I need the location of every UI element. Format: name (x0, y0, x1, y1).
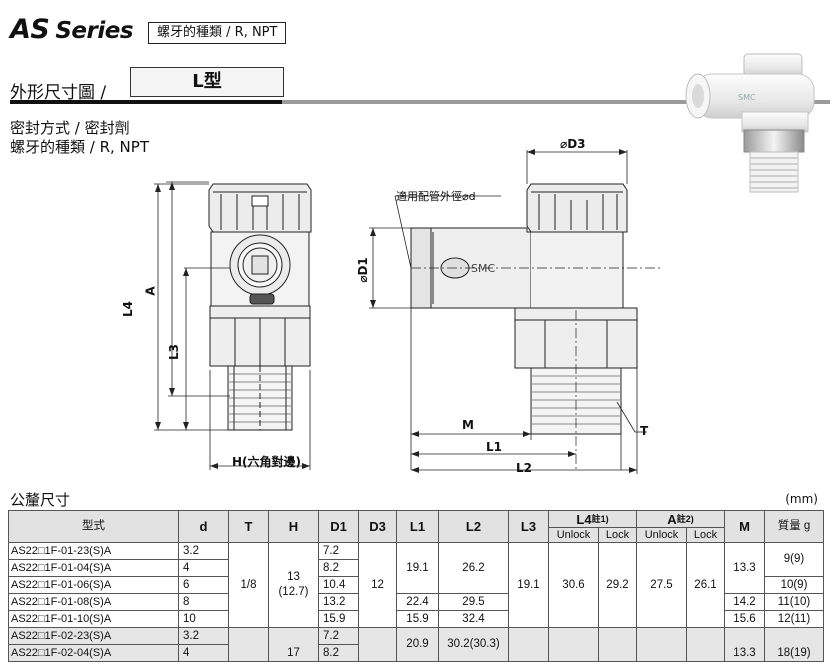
tube-od-label: 適用配管外徑⌀d (396, 190, 476, 203)
col-model: 型式 (8, 510, 179, 543)
svg-text:SMC: SMC (738, 93, 756, 102)
table-title: 公釐尺寸 (10, 491, 71, 509)
dim-L2: L2 (516, 461, 532, 475)
col-A-unlock: Unlock (636, 527, 687, 543)
product-photo: SMC (685, 53, 815, 193)
seal-method: 密封方式 / 密封劑 (10, 119, 130, 137)
col-L4-lock: Lock (598, 527, 637, 543)
shape-type-box: L型 (130, 67, 284, 97)
table-unit: (mm) (785, 492, 818, 506)
col-L3: L3 (508, 510, 549, 543)
col-T: T (228, 510, 269, 543)
col-D1: D1 (318, 510, 359, 543)
col-L4: L4註1) (548, 510, 637, 528)
table-row: AS22□1F-02-23(S)A 3.2 17 7.2 20.9 30.2(3… (8, 627, 824, 662)
col-L4-unlock: Unlock (548, 527, 599, 543)
col-D3: D3 (358, 510, 397, 543)
col-A-lock: Lock (686, 527, 725, 543)
col-M: M (724, 510, 765, 543)
dim-M: M (462, 418, 474, 432)
section-rule-gray (282, 100, 830, 104)
col-d: d (178, 510, 229, 543)
side-view-drawing: SMC (369, 149, 660, 474)
dim-L1: L1 (486, 440, 502, 454)
dim-T: T (640, 424, 649, 438)
col-weight: 質量 g (764, 510, 824, 543)
cell-D3: 12 (358, 542, 397, 628)
svg-text:SMC: SMC (471, 262, 495, 275)
series-prefix: AS (10, 14, 50, 45)
dimension-table: 型式 d T H D1 D3 L1 L2 L3 L4註1) A註2) M 質量 … (8, 510, 824, 662)
col-L1: L1 (396, 510, 439, 543)
front-view-drawing (154, 181, 312, 470)
table-row: AS22□1F-01-23(S)A 3.2 1/8 13(12.7) 7.2 1… (8, 542, 824, 628)
dim-D3: ⌀D3 (560, 137, 586, 151)
section-title: 外形尺寸圖 / (10, 83, 107, 103)
section-rule-black (10, 100, 282, 104)
dim-L4: L4 (121, 301, 135, 317)
col-L2: L2 (438, 510, 509, 543)
series-tag: 螺牙的種類 / R, NPT (148, 22, 287, 44)
series-word: Series (55, 18, 134, 44)
dim-A: A (143, 286, 158, 296)
cell-T: 1/8 (228, 542, 269, 628)
dim-H: H(六角對邊) (232, 455, 302, 469)
col-H: H (268, 510, 319, 543)
col-A: A註2) (636, 510, 725, 528)
dim-D1: ⌀D1 (355, 257, 370, 283)
thread-type: 螺牙的種類 / R, NPT (10, 138, 149, 156)
dim-L3: L3 (167, 344, 181, 360)
cell-H: 13(12.7) (268, 542, 319, 628)
